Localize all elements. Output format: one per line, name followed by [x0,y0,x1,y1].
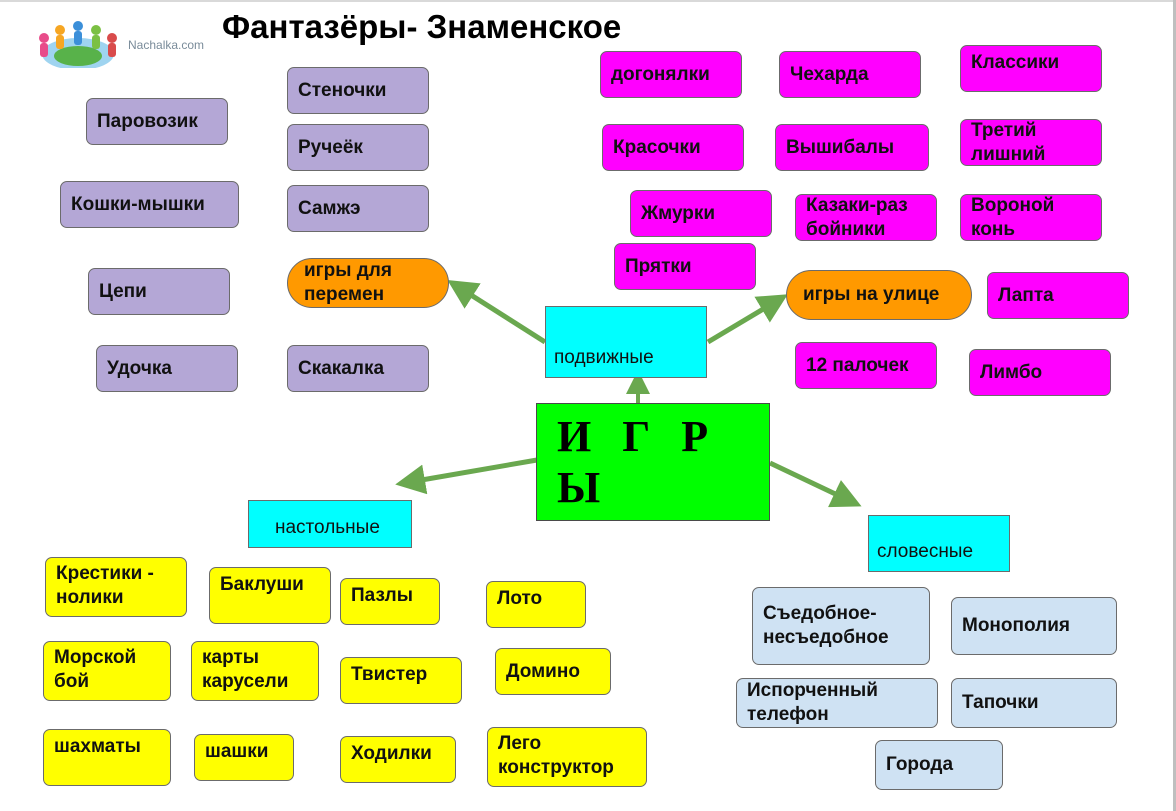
board-game: карты карусели [191,641,319,701]
subcategory-street: игры на улице [786,270,972,320]
nachalka-logo-icon [39,21,117,68]
verbal-game: Испорченный телефон [736,678,938,728]
street-game: Вороной конь [960,194,1102,241]
street-game: Вышибалы [775,124,929,171]
board-game: шахматы [43,729,171,786]
break-game: Ручеёк [287,124,429,171]
break-game: Скакалка [287,345,429,392]
break-game: Цепи [88,268,230,315]
street-game: Лимбо [969,349,1111,396]
category-mobile: подвижные [545,306,707,378]
street-game: догонялки [600,51,742,98]
break-game: Стеночки [287,67,429,114]
board-game: Лего конструктор [487,727,647,787]
scrollbar-edge [1173,0,1176,811]
break-game: Кошки-мышки [60,181,239,228]
board-game: Домино [495,648,611,695]
board-game: Твистер [340,657,462,704]
verbal-game: Тапочки [951,678,1117,728]
break-game: Удочка [96,345,238,392]
street-game: Красочки [602,124,744,171]
street-game: Лапта [987,272,1129,319]
street-game: Чехарда [779,51,921,98]
top-border [0,0,1176,2]
verbal-game: Города [875,740,1003,790]
board-game: шашки [194,734,294,781]
street-game: Классики [960,45,1102,92]
category-verbal: словесные [868,515,1010,572]
street-game: Жмурки [630,190,772,237]
arrow-to-verbal [768,460,862,508]
street-game: Третий лишний [960,119,1102,166]
board-game: Морской бой [43,641,171,701]
subcategory-break: игры для перемен [287,258,449,308]
board-game: Пазлы [340,578,440,625]
street-game: Казаки-раз бойники [795,194,937,241]
verbal-game: Съедобное-несъедобное [752,587,930,665]
verbal-game: Монополия [951,597,1117,655]
center-node: И Г Р Ы [536,403,770,521]
page-title: Фантазёры- Знаменское [222,8,622,45]
arrow-to-street [706,294,788,345]
break-game: Самжэ [287,185,429,232]
arrow-to-break [447,279,547,345]
break-game: Паровозик [86,98,228,145]
board-game: Ходилки [340,736,456,783]
street-game: 12 палочек [795,342,937,389]
board-game: Крестики - нолики [45,557,187,617]
category-board: настольные [248,500,412,548]
board-game: Лото [486,581,586,628]
logo-text: Nachalka.com [128,38,205,52]
board-game: Баклуши [209,567,331,624]
arrow-to-board [395,457,538,495]
street-game: Прятки [614,243,756,290]
